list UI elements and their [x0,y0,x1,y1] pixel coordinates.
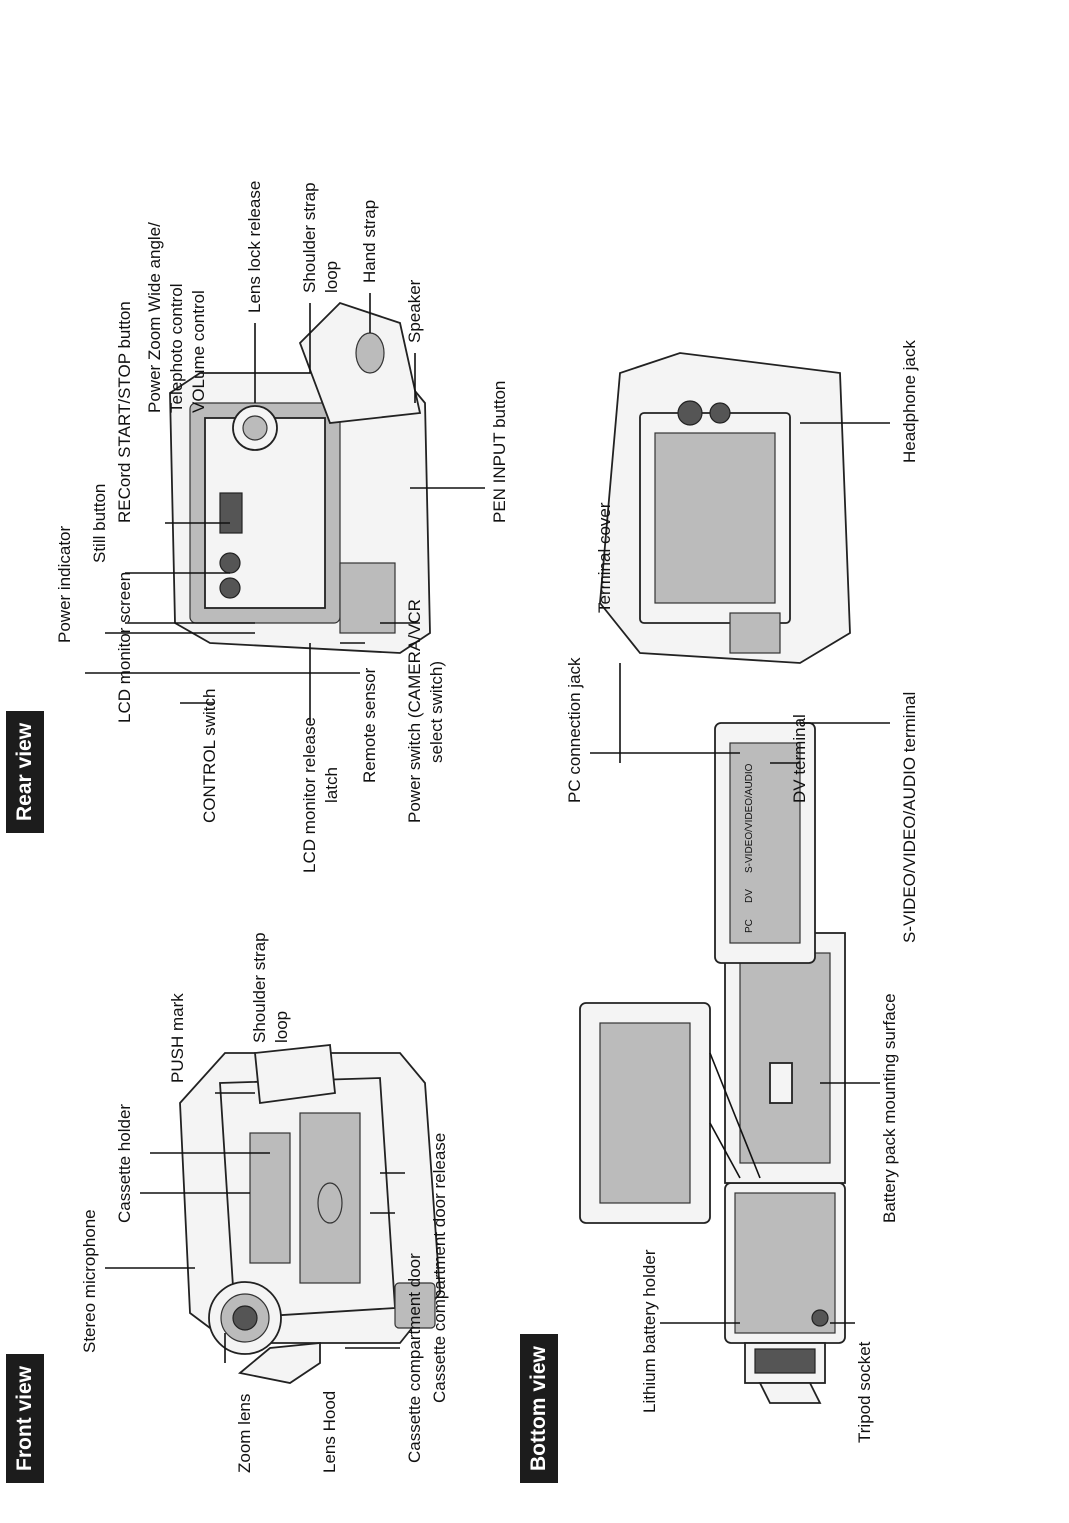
label-lens-lock-release: Lens lock release [245,180,264,313]
label-lcd-release-2: latch [322,767,341,803]
label-svideo-terminal: S-VIDEO/VIDEO/AUDIO terminal [900,691,919,943]
panel-pc: PC [744,919,755,933]
label-pen-input: PEN INPUT button [490,380,509,523]
terminal-camera-illustration [599,352,851,964]
panel-dv: DV [744,889,755,903]
label-tripod-socket: Tripod socket [855,1341,874,1443]
label-front-shoulder-strap: Shoulder strap [250,932,269,1043]
label-still-button: Still button [90,483,109,563]
label-power-zoom-2: Telephoto control [167,283,186,413]
label-lcd-release: LCD monitor release [300,717,319,873]
label-speaker: Speaker [405,279,424,343]
label-rear-shoulder-strap-2: loop [322,260,341,293]
label-power-zoom-3: VOLume control [189,290,208,413]
label-record-button: RECord START/STOP button [115,301,134,523]
label-lithium-holder: Lithium battery holder [640,1249,659,1413]
label-power-switch-2: select switch) [427,660,446,763]
label-power-zoom-1: Power Zoom Wide angle/ [145,222,164,413]
label-terminal-cover: Terminal cover [595,502,614,613]
label-zoom-lens: Zoom lens [235,1393,254,1473]
label-power-switch: Power switch (CAMERA/VCR [405,599,424,823]
label-cassette-door: Cassette compartment door [405,1253,424,1463]
panel-svideo: S-VIDEO/VIDEO/AUDIO [744,763,755,873]
label-rear-shoulder-strap: Shoulder strap [300,182,319,293]
front-camera-illustration [179,1044,441,1384]
label-front-shoulder-strap-2: loop [272,1010,291,1043]
label-cassette-holder: Cassette holder [115,1103,134,1223]
label-remote-sensor: Remote sensor [360,667,379,783]
label-lens-hood: Lens Hood [320,1390,339,1473]
label-hand-strap: Hand strap [360,199,379,283]
label-headphone-jack: Headphone jack [900,340,919,463]
label-stereo-microphone: Stereo microphone [80,1209,99,1353]
label-power-indicator: Power indicator [55,525,74,643]
label-dv-terminal: DV terminal [790,714,809,803]
label-lcd-screen: LCD monitor screen [115,571,134,723]
label-pc-jack: PC connection jack [565,657,584,803]
label-push-mark: PUSH mark [168,993,187,1083]
bottom-camera-illustration [579,932,846,1404]
label-cassette-door-release: Cassette compartment door release [430,1132,449,1403]
rear-camera-illustration [169,301,431,654]
label-control-switch: CONTROL switch [200,688,219,823]
label-battery-surface: Battery pack mounting surface [880,993,899,1223]
